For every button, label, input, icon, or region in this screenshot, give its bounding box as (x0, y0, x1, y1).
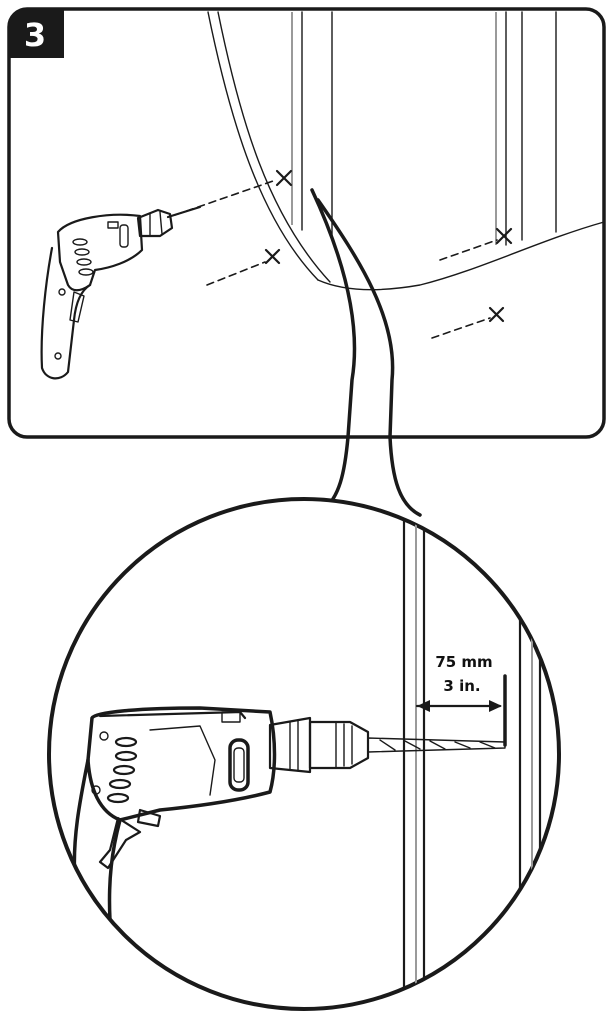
detail-magnifier: 75 mm 3 in. (47, 497, 561, 1011)
dimension-metric: 75 mm (435, 653, 492, 671)
depth-dimension: 75 mm 3 in. (415, 653, 507, 747)
callout-pointer (310, 188, 357, 439)
detail-circle-frame (47, 497, 561, 1011)
x-mark-icon (275, 169, 293, 187)
overview-panel-frame (7, 7, 606, 439)
step-badge: 3 (9, 9, 64, 58)
dimension-imperial: 3 in. (443, 677, 480, 695)
step-number: 3 (24, 16, 46, 54)
wall-panels (291, 11, 557, 246)
overview-panel (7, 7, 606, 439)
x-mark-icon (495, 227, 513, 245)
x-mark-icon (488, 306, 505, 323)
curved-edge (207, 11, 605, 291)
callout-pointer-inner (316, 198, 395, 439)
x-mark-icon (264, 248, 281, 265)
drill-icon (40, 205, 202, 380)
drill-icon (72, 706, 506, 962)
